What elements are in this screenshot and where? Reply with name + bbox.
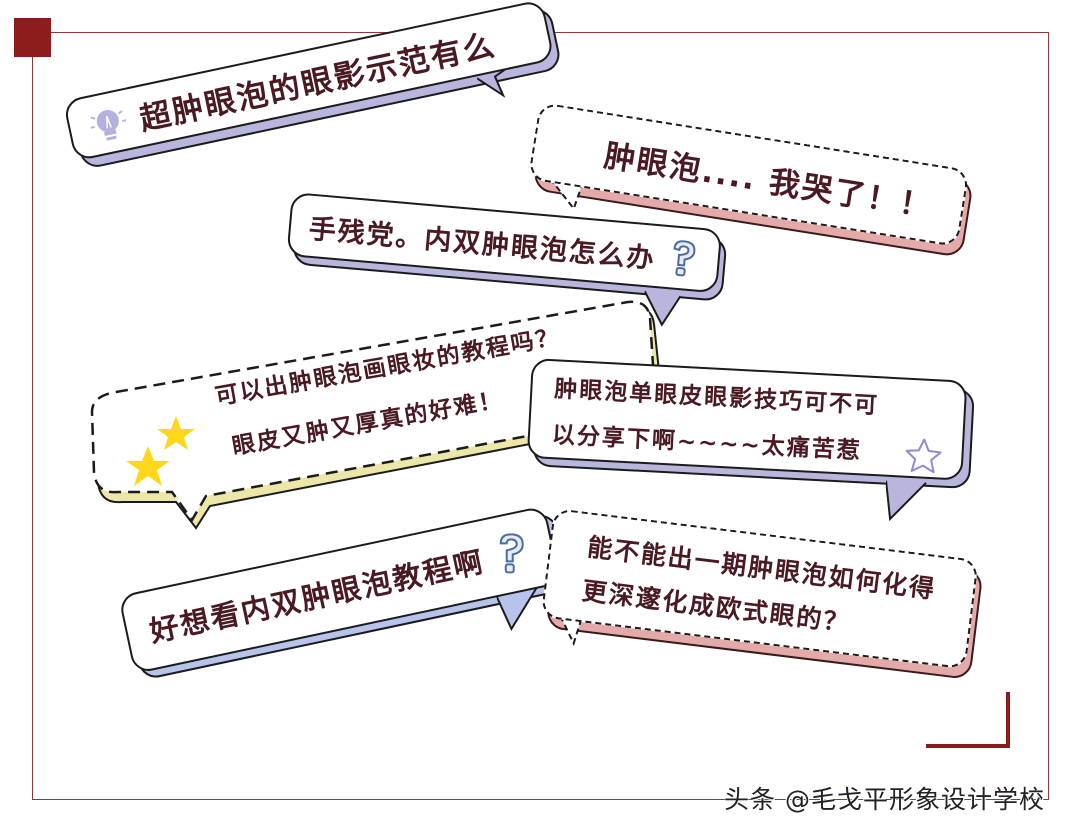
corner-bracket-horizontal [926, 744, 1010, 748]
speech-bubble-7: 能不能出一期肿眼泡如何化得 更深邃化成欧式眼的？ [536, 508, 991, 711]
speech-bubble-1: 超肿眼泡的眼影示范有么 [62, 0, 563, 189]
speech-bubble-2: 肿眼泡.... 我哭了！！ [524, 102, 975, 270]
stars-icon [126, 416, 195, 486]
bubble-text-line-1: 肿眼泡单眼皮眼影技巧可不可 [553, 376, 880, 420]
watermark: 头条 @毛戈平形象设计学校 [724, 785, 1045, 814]
star-outline-icon [905, 438, 942, 474]
corner-square-decoration [14, 18, 51, 57]
bubble-tail [643, 290, 682, 327]
corner-bracket-vertical [1006, 692, 1010, 748]
bubble-tail [885, 480, 927, 522]
bubble-outline [90, 300, 666, 530]
bubble-text-line-2: 以分享下啊~~~~太痛苦惹 [551, 422, 863, 465]
speech-bubble-5: 肿眼泡单眼皮眼影技巧可不可 以分享下啊~~~~太痛苦惹 [524, 358, 981, 531]
speech-bubble-4: 可以出肿眼泡画眼妆的教程吗？ 眼皮又肿又厚真的好难！ [88, 300, 666, 530]
question-mark-icon [499, 533, 524, 574]
question-mark-icon [673, 240, 696, 277]
lightbulb-icon [90, 110, 127, 141]
speech-bubble-6: 好想看内双肿眼泡教程啊 [118, 502, 581, 703]
speech-bubble-3: 手残党。内双肿眼泡怎么办 [283, 192, 730, 330]
bubble-tail [495, 583, 540, 632]
